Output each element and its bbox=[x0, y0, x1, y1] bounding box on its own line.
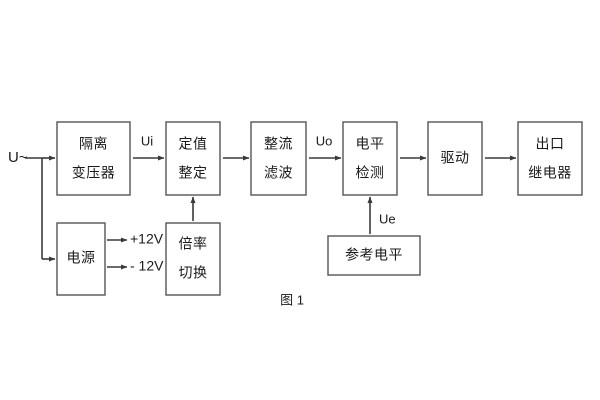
block-rect bbox=[427, 121, 483, 196]
figure-caption: 图 1 bbox=[280, 292, 304, 307]
block-label-line1: 电平 bbox=[356, 136, 385, 152]
block-rect bbox=[56, 222, 106, 296]
block-reference-level[interactable]: 参考电平 bbox=[327, 235, 421, 276]
block-label-line2: 滤波 bbox=[264, 165, 293, 181]
block-label-line2: 切换 bbox=[179, 265, 208, 281]
block-rect bbox=[56, 121, 131, 196]
block-label-line2: 继电器 bbox=[528, 165, 572, 181]
block-rect bbox=[165, 121, 221, 196]
block-label-line1: 倍率 bbox=[179, 236, 208, 252]
block-power-supply[interactable]: 电源 bbox=[56, 222, 106, 296]
block-label-line1: 隔离 bbox=[79, 136, 108, 152]
block-multiplier-switch[interactable]: 倍率 切换 bbox=[165, 222, 221, 296]
source-label-u-ac: U~ bbox=[8, 149, 28, 166]
block-label-line1: 出口 bbox=[536, 136, 565, 152]
block-rect bbox=[342, 121, 398, 196]
block-label-line1: 整流 bbox=[264, 136, 293, 152]
signal-label-uo: Uo bbox=[316, 133, 333, 148]
block-driver[interactable]: 驱动 bbox=[427, 121, 483, 196]
rail-label-positive-12v: +12V bbox=[130, 231, 164, 247]
block-output-relay[interactable]: 出口 继电器 bbox=[517, 121, 583, 196]
block-rectify-filter[interactable]: 整流 滤波 bbox=[250, 121, 307, 196]
block-label-line1: 参考电平 bbox=[345, 247, 403, 263]
block-label-line1: 电源 bbox=[67, 250, 96, 266]
block-label-line2: 整定 bbox=[179, 165, 208, 181]
signal-label-ue: Ue bbox=[379, 211, 396, 226]
block-rect bbox=[327, 235, 421, 276]
block-rect bbox=[165, 222, 221, 296]
block-label-line1: 定值 bbox=[179, 136, 208, 152]
block-setting-value[interactable]: 定值 整定 bbox=[165, 121, 221, 196]
block-label-line2: 变压器 bbox=[72, 165, 116, 181]
block-rect bbox=[517, 121, 583, 196]
rail-label-negative-12v: - 12V bbox=[130, 258, 164, 274]
block-rect bbox=[250, 121, 307, 196]
block-level-detect[interactable]: 电平 检测 bbox=[342, 121, 398, 196]
block-isolation-transformer[interactable]: 隔离 变压器 bbox=[56, 121, 131, 196]
block-label-line2: 检测 bbox=[356, 165, 385, 181]
signal-label-ui: Ui bbox=[141, 133, 153, 148]
block-label-line1: 驱动 bbox=[441, 150, 470, 166]
